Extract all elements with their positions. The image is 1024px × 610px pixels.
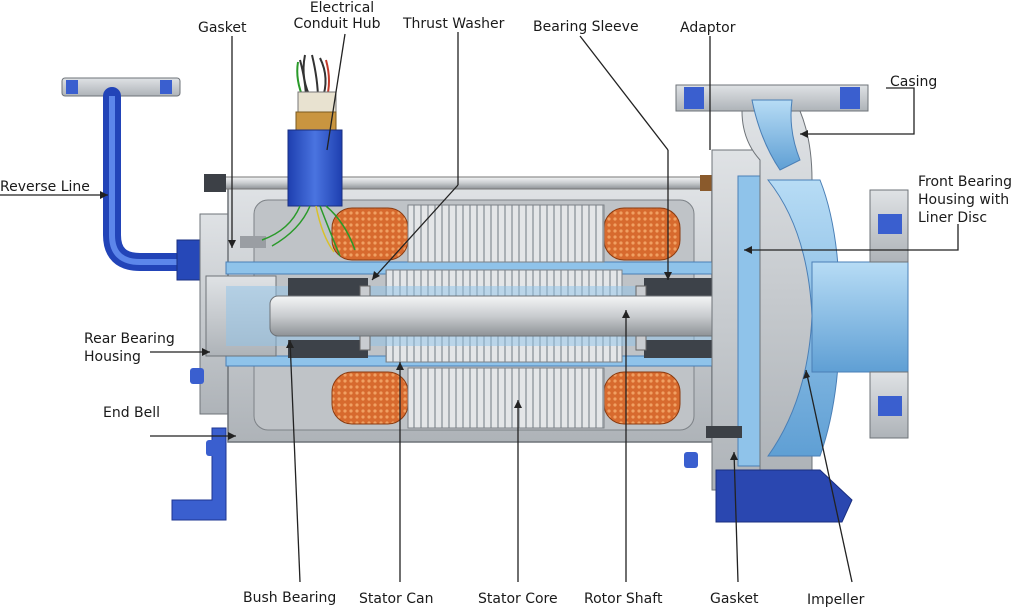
label-front-bearing-line1: Front Bearing	[918, 174, 1013, 190]
electrical-conduit-hub	[261, 54, 356, 257]
leader-impeller	[805, 369, 853, 583]
label-rear-bearing-line1: Rear Bearing	[84, 331, 175, 347]
leader-conduit-hub	[326, 33, 346, 151]
label-front-bearing-line2: Housing with	[918, 192, 1010, 208]
label-end-bell: End Bell	[103, 405, 161, 421]
label-rear-bearing-line2: Housing	[84, 349, 141, 365]
leader-lines	[0, 32, 959, 583]
leader-front-bearing	[744, 224, 959, 251]
leader-thrust-washer-diag	[371, 184, 459, 281]
leader-casing	[800, 87, 915, 135]
label-electrical-conduit-hub-line1: Electrical	[309, 0, 375, 16]
label-impeller: Impeller	[807, 592, 865, 608]
label-stator-can: Stator Can	[359, 591, 434, 607]
label-adaptor: Adaptor	[680, 20, 736, 36]
label-casing: Casing	[890, 74, 938, 90]
label-gasket-top: Gasket	[198, 20, 247, 36]
end-bell	[171, 213, 231, 521]
label-bearing-sleeve: Bearing Sleeve	[533, 19, 639, 35]
label-rotor-shaft: Rotor Shaft	[584, 591, 663, 607]
label-gasket-bottom: Gasket	[710, 591, 759, 607]
leader-arrowheads	[100, 130, 810, 460]
label-thrust-washer: Thrust Washer	[403, 16, 505, 32]
label-front-bearing-line3: Liner Disc	[918, 210, 988, 226]
label-bush-bearing: Bush Bearing	[243, 590, 337, 606]
label-reverse-line: Reverse Line	[0, 179, 90, 195]
stator-core	[407, 204, 605, 429]
leader-bearing-sleeve	[579, 35, 669, 151]
leader-bush-bearing	[289, 339, 301, 583]
stator-windings	[331, 207, 681, 425]
leader-gasket-bottom	[733, 451, 739, 583]
label-stator-core: Stator Core	[478, 591, 558, 607]
label-electrical-conduit-hub-line2: Conduit Hub	[293, 16, 381, 32]
